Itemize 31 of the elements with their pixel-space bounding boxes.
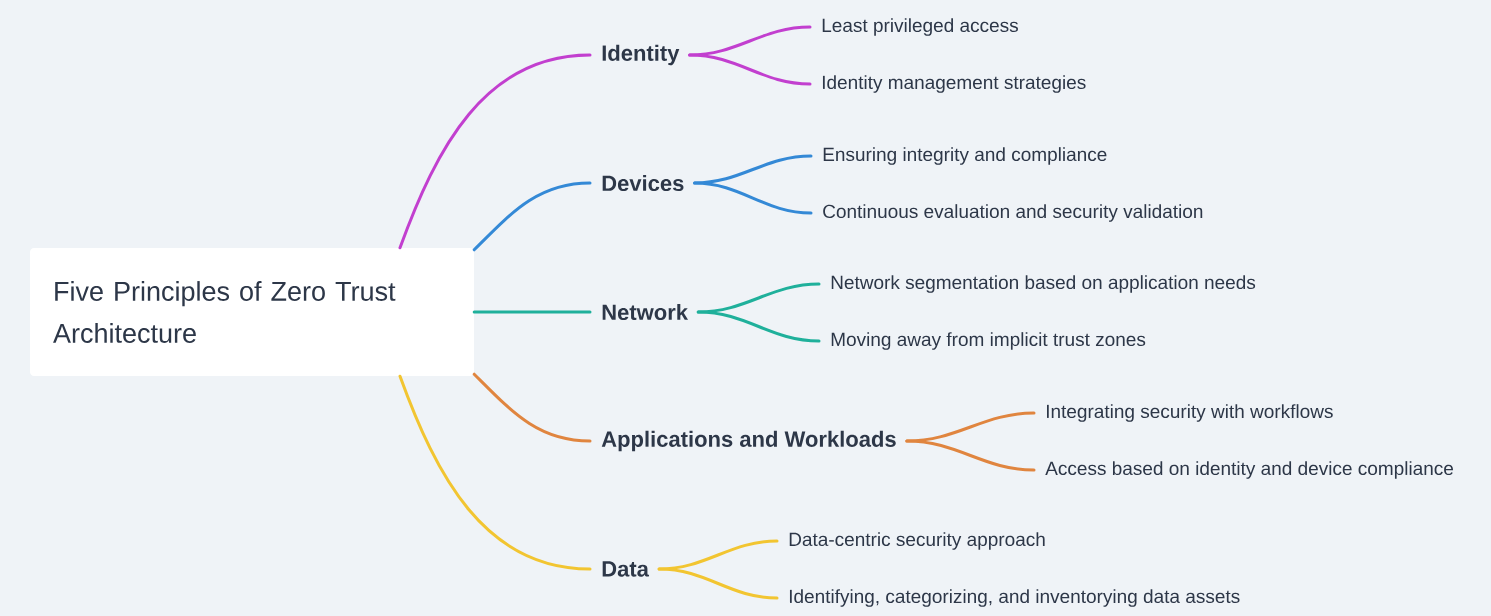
leaf-label: Data-centric security approach — [789, 532, 1045, 550]
connector — [472, 310, 592, 314]
title-box: Five Principles of Zero Trust Architecture — [30, 248, 474, 376]
connector — [688, 25, 812, 57]
leaf-label: Continuous evaluation and security validation — [823, 204, 1203, 222]
branch-label: Devices — [602, 174, 684, 192]
leaf-label: Least privileged access — [822, 18, 1018, 36]
connector — [696, 282, 821, 314]
branch-label: Data — [602, 561, 649, 577]
branch-label: Applications and Workloads — [601, 430, 896, 452]
leaf-label: Identity management strategies — [822, 75, 1086, 93]
connector — [398, 374, 592, 571]
connector — [905, 411, 1036, 443]
branch-label: Identity — [602, 44, 680, 66]
branch-label: Network — [602, 303, 689, 321]
connector — [657, 567, 779, 600]
connector — [472, 181, 592, 252]
connector — [696, 310, 821, 343]
leaf-label: Network segmentation based on application needs — [831, 275, 1256, 293]
connector — [472, 372, 592, 443]
connector — [398, 53, 592, 250]
leaf-label: Identifying, categorizing, and inventorying data assets — [789, 589, 1240, 607]
leaf-label: Integrating security with workflows — [1046, 404, 1333, 422]
leaf-label: Access based on identity and device compliance — [1045, 461, 1453, 479]
connector — [688, 53, 812, 86]
leaf-label: Ensuring integrity and compliance — [823, 147, 1107, 165]
connector — [693, 154, 813, 185]
connector — [657, 539, 779, 571]
leaf-label: Moving away from implicit trust zones — [831, 332, 1146, 350]
connector — [693, 181, 813, 215]
connector — [905, 439, 1036, 472]
